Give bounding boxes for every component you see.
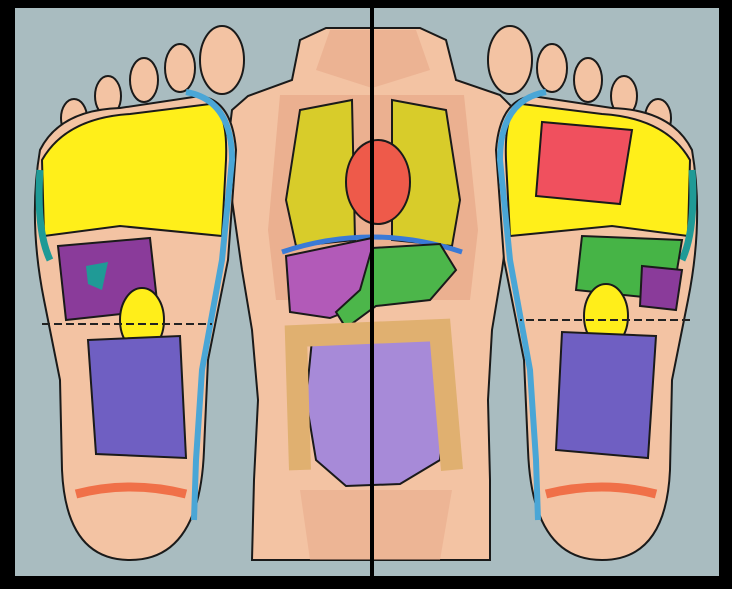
- right-foot-heart-zone: [536, 122, 632, 204]
- right-foot-big-toe: [488, 26, 532, 94]
- left-foot-toe-3: [130, 58, 158, 102]
- left-foot-toe-2: [165, 44, 195, 92]
- right-foot-toe-3: [574, 58, 602, 102]
- left-foot-intestine-zone: [88, 336, 186, 458]
- right-foot-intestine-zone: [556, 332, 656, 458]
- right-foot-liver-zone: [640, 266, 682, 310]
- pelvis: [300, 490, 452, 560]
- right-foot-toe-2: [537, 44, 567, 92]
- heart: [346, 140, 410, 224]
- small-intestine: [306, 336, 446, 486]
- left-foot-big-toe: [200, 26, 244, 94]
